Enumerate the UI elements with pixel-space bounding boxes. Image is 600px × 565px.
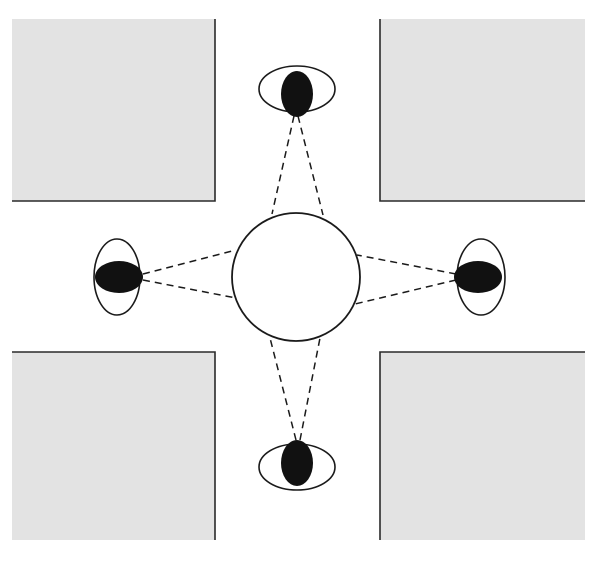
sight-line-top-right	[297, 115, 324, 216]
block-top-left	[12, 19, 216, 202]
eye-right-icon	[454, 238, 506, 316]
sight-line-bottom-left	[269, 337, 297, 441]
sight-line-bottom-right	[299, 337, 321, 441]
block-bottom-right	[379, 351, 585, 540]
sight-line-left-top	[142, 249, 237, 275]
block-bottom-left	[12, 351, 216, 540]
sight-line-right-bottom	[354, 279, 457, 305]
sight-line-right-top	[356, 254, 457, 275]
block-top-right	[379, 19, 585, 202]
eye-bottom-icon	[258, 440, 336, 491]
sight-line-left-bottom	[142, 279, 237, 299]
eye-left-icon	[93, 238, 143, 316]
eye-top-icon	[258, 65, 336, 117]
center-circle	[231, 212, 361, 342]
sight-line-top-left	[271, 115, 295, 215]
sight-lines	[142, 115, 457, 441]
